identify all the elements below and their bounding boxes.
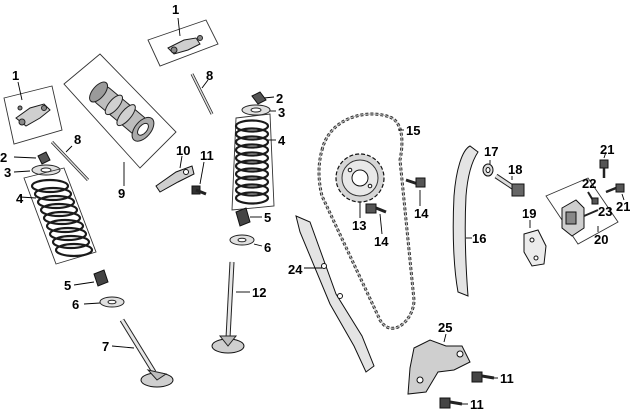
callout-4-left: 4 <box>16 191 24 206</box>
spring-seat-middle <box>229 234 263 247</box>
sprocket-bolt-lower <box>365 203 387 235</box>
callout-4-middle: 4 <box>278 133 286 148</box>
callout-15: 15 <box>406 123 420 138</box>
rocker-arm-left-part <box>3 81 63 145</box>
spring-seat-left <box>83 296 125 308</box>
tensioner-gasket <box>523 220 547 267</box>
plate-bolt-top <box>191 161 207 196</box>
callout-9: 9 <box>118 186 125 201</box>
valve-cotter-middle <box>251 91 275 105</box>
callout-8-left: 8 <box>74 132 81 147</box>
callout-7: 7 <box>102 339 109 354</box>
intake-valve <box>111 318 174 388</box>
tensioner-assembly <box>545 177 619 245</box>
callout-11-lower: 11 <box>470 397 484 411</box>
callout-1-top: 1 <box>172 2 179 17</box>
callout-11-top: 11 <box>200 148 214 163</box>
callout-20: 20 <box>594 232 608 247</box>
valve-spring-middle <box>231 113 276 211</box>
callout-12: 12 <box>252 285 266 300</box>
callout-16: 16 <box>472 231 486 246</box>
callout-3-middle: 3 <box>278 105 285 120</box>
tensioner-washer <box>482 160 494 177</box>
callout-5-middle: 5 <box>264 210 271 225</box>
spring-retainer-left <box>13 164 61 176</box>
chain-tensioner-guide <box>452 145 479 297</box>
valve-stem-seal-left <box>73 269 109 287</box>
callout-11-right: 11 <box>500 371 514 386</box>
valve-cotter-left <box>13 151 51 165</box>
cam-retainer-plate <box>155 155 195 193</box>
callout-14-upper: 14 <box>414 206 429 221</box>
callout-6-left: 6 <box>72 297 79 312</box>
callout-21-side: 21 <box>616 199 630 214</box>
callout-5-left: 5 <box>64 278 71 293</box>
callout-23: 23 <box>598 204 612 219</box>
callout-2-left: 2 <box>0 150 7 165</box>
callout-17: 17 <box>484 144 498 159</box>
tensioner-spring-bolt <box>587 191 599 205</box>
callout-24: 24 <box>288 262 303 277</box>
camshaft-part <box>63 53 177 186</box>
valve-stem-seal-middle <box>235 207 262 227</box>
mounting-bracket <box>407 333 471 395</box>
callout-14-lower: 14 <box>374 234 389 249</box>
bracket-bolt-right <box>471 371 498 383</box>
cam-sprocket <box>335 153 385 218</box>
callout-10: 10 <box>176 143 190 158</box>
callout-3-left: 3 <box>4 165 11 180</box>
callout-8-top: 8 <box>206 68 213 83</box>
exhaust-valve <box>211 261 250 354</box>
callout-25: 25 <box>438 320 452 335</box>
callout-13: 13 <box>352 218 366 233</box>
callout-19: 19 <box>522 206 536 221</box>
callout-21-top: 21 <box>600 142 614 157</box>
tensioner-pivot-bolt <box>494 173 525 197</box>
valve-spring-left <box>19 167 97 265</box>
rocker-shaft-pin-top <box>190 73 214 115</box>
tensioner-bolt-top <box>599 151 609 178</box>
bracket-bolt-lower <box>439 397 468 409</box>
callout-6-middle: 6 <box>264 240 271 255</box>
timing-chain <box>317 112 416 330</box>
chain-guide-left <box>295 215 375 373</box>
rocker-arm-top-part <box>147 17 219 67</box>
callout-2-middle: 2 <box>276 91 283 106</box>
rocker-shaft-pin-left <box>50 140 90 182</box>
callout-1-left: 1 <box>12 68 19 83</box>
callout-22: 22 <box>582 176 596 191</box>
sprocket-bolt-upper <box>405 177 426 206</box>
tensioner-bolt-side <box>605 183 625 201</box>
spring-retainer-middle <box>241 104 276 116</box>
callout-18: 18 <box>508 162 522 177</box>
